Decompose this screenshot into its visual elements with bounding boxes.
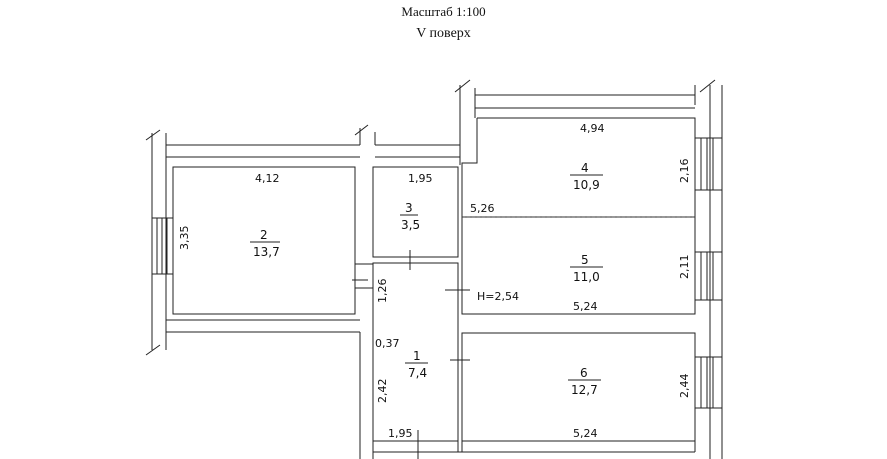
dim-r3-width: 1,95 bbox=[408, 172, 433, 185]
dim-r1-wall: 0,37 bbox=[375, 337, 400, 350]
room-6-num: 6 bbox=[580, 366, 588, 380]
dim-r5-top: 5,26 bbox=[470, 202, 495, 215]
room-1-area: 7,4 bbox=[408, 366, 427, 380]
dim-r2-width: 4,12 bbox=[255, 172, 280, 185]
window-left bbox=[151, 217, 174, 275]
top-wall-right bbox=[475, 94, 695, 109]
room-3-num: 3 bbox=[405, 201, 413, 215]
room-6-area: 12,7 bbox=[571, 383, 598, 397]
floor-label: V поверх bbox=[416, 26, 471, 41]
dim-r5-width: 5,24 bbox=[573, 300, 598, 313]
dim-r5-height: 2,11 bbox=[678, 255, 691, 280]
room-5-area: 11,0 bbox=[573, 270, 600, 284]
room-4 bbox=[461, 117, 696, 217]
room-4-area: 10,9 bbox=[573, 178, 600, 192]
dim-r1-door: 1,26 bbox=[376, 279, 389, 304]
scale-label: Масштаб 1:100 bbox=[401, 4, 486, 19]
room-2-area: 13,7 bbox=[253, 245, 280, 259]
bottom-wall-left bbox=[166, 319, 360, 333]
room-4-num: 4 bbox=[581, 161, 589, 175]
room-3 bbox=[372, 166, 459, 258]
dim-r6-height: 2,44 bbox=[678, 374, 691, 399]
outer-wall-right bbox=[709, 85, 723, 459]
room-3-area: 3,5 bbox=[401, 218, 420, 232]
dim-r6-width: 5,24 bbox=[573, 427, 598, 440]
dim-r4-width: 4,94 bbox=[580, 122, 605, 135]
ceiling-height: H=2,54 bbox=[477, 290, 519, 303]
dim-r1-height: 2,42 bbox=[376, 379, 389, 404]
room-2-num: 2 bbox=[260, 228, 268, 242]
room-1-num: 1 bbox=[413, 349, 421, 363]
dim-r2-height: 3,35 bbox=[178, 226, 191, 251]
dim-r4-height: 2,16 bbox=[678, 159, 691, 184]
window-r4 bbox=[694, 137, 723, 191]
room-5-num: 5 bbox=[581, 253, 589, 267]
window-r6 bbox=[694, 356, 723, 409]
outer-wall-left bbox=[151, 133, 167, 350]
window-r5 bbox=[694, 251, 723, 301]
dim-r1-width: 1,95 bbox=[388, 427, 413, 440]
top-wall-left bbox=[166, 144, 460, 158]
